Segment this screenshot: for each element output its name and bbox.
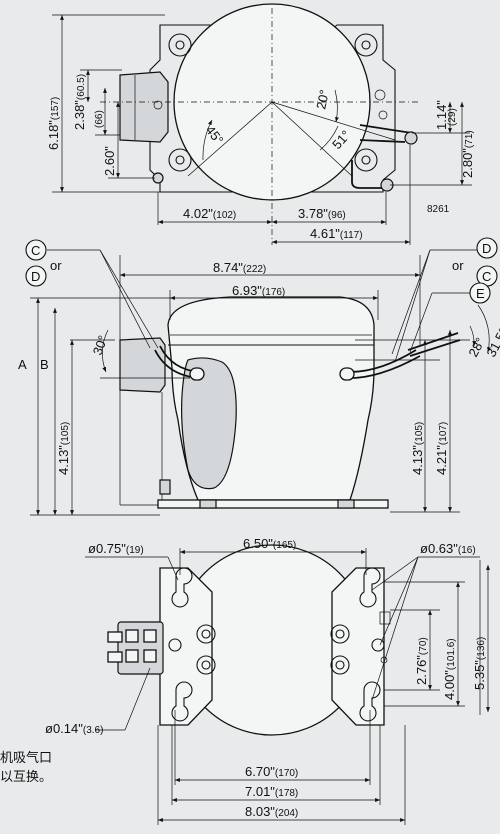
svg-text:D: D — [482, 241, 491, 256]
or-text-right: or — [452, 258, 464, 273]
top-grommets — [168, 33, 388, 172]
dim-width-body: 6.93"(176) — [232, 283, 285, 298]
dim-height-total: 6.18"(157) — [46, 97, 61, 150]
dim-hole-mid: ø0.63"(16) — [420, 541, 476, 556]
label-d-right: D — [476, 237, 498, 259]
note-line-2: 以互换。 — [0, 769, 52, 784]
dim-vertical-3: 5.35"(136) — [472, 637, 487, 690]
dim-width-right: 3.78"(96) — [298, 206, 346, 221]
label-a: A — [18, 357, 27, 372]
dim-hole-small: ø0.14"(3.6) — [45, 721, 103, 736]
label-c-right: C — [476, 265, 498, 287]
dim-width-2: 7.01"(178) — [245, 784, 298, 799]
dim-height-right-2: 4.21"(107) — [434, 422, 449, 475]
dim-vertical-2: 4.00"(101.6) — [442, 638, 457, 700]
angle-20: 20° — [313, 88, 332, 110]
dim-height-upper: 2.38"(60.5) — [72, 74, 87, 130]
svg-text:C: C — [482, 269, 491, 284]
angle-30: 30° — [90, 333, 111, 357]
dim-right-2: 2.80"(71) — [460, 130, 475, 178]
dim-hole-spacing: 6.50"(165) — [243, 536, 296, 551]
dim-width-3: 8.03"(204) — [245, 804, 298, 819]
dim-width-1: 6.70"(170) — [245, 764, 298, 779]
dim-hole-big: ø0.75"(19) — [88, 541, 144, 556]
base-right-holes — [330, 567, 391, 722]
angle-28: 28° — [465, 335, 487, 359]
dim-vertical-1: 2.76"(70) — [414, 637, 429, 685]
base-view: ø0.75"(19) 6.50"(165) ø0.63"(16) 2.76"(7… — [45, 536, 490, 825]
dim-width-total: 8.74"(222) — [213, 260, 266, 275]
svg-text:D: D — [31, 269, 40, 284]
dim-right-1: 1.14" — [434, 100, 449, 130]
label-e: E — [469, 282, 491, 304]
note-line-1: 机吸气口 — [0, 750, 52, 765]
dim-right-1-mm: (29) — [447, 108, 458, 126]
dim-width-left: 4.02"(102) — [183, 206, 236, 221]
base-left-holes — [168, 567, 216, 722]
dim-height-right-1: 4.13"(105) — [410, 422, 425, 475]
notes: 机吸气口 以互换。 — [0, 750, 52, 784]
dim-height-left: 4.13"(105) — [56, 422, 71, 475]
label-c-left: C — [25, 239, 47, 261]
side-view: C or D D or C E 8.74"(222) 6.93"(176) 30… — [18, 237, 500, 516]
dim-height-lower: 2.60" — [102, 146, 117, 176]
label-b: B — [40, 357, 49, 372]
dim-height-mid: (66) — [94, 110, 105, 128]
top-view: 6.18"(157) 2.38"(60.5) (66) 2.60" 45° 20… — [46, 3, 475, 245]
svg-text:C: C — [31, 243, 40, 258]
drawing-code: 8261 — [427, 204, 450, 215]
label-d-left: D — [25, 265, 47, 287]
terminal-block — [107, 621, 164, 675]
or-text-left: or — [50, 258, 62, 273]
svg-text:E: E — [476, 286, 485, 301]
dim-width-right-2: 4.61"(117) — [310, 226, 363, 241]
